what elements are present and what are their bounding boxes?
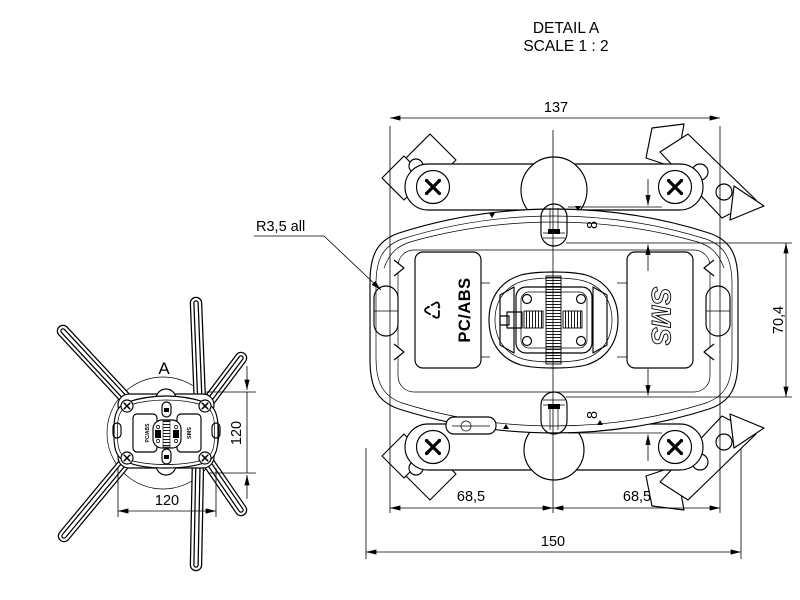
mount-arm-n <box>189 296 207 411</box>
phillips-screw-icon <box>120 451 134 465</box>
detail-title: DETAIL A <box>533 20 600 37</box>
mount-arm-s <box>189 454 205 572</box>
detail-circle-label: A <box>158 359 170 378</box>
slot-top-small-mark <box>164 408 169 412</box>
brand-marking-small: SMS <box>185 427 191 439</box>
mount-arm-nw <box>56 324 137 410</box>
slot-top <box>540 203 568 247</box>
mount-arm-sw <box>57 452 135 543</box>
dim-text: 70,4 <box>771 306 787 334</box>
dimension-70-4: 70,4 <box>566 242 792 398</box>
side-slot-left <box>373 285 399 337</box>
slot-bottom-small-mark <box>164 455 169 459</box>
phillips-screw-icon <box>414 428 452 466</box>
title-block: DETAIL A SCALE 1 : 2 <box>523 20 608 55</box>
detail-view: ♺ PC/ABS SMS 137 <box>254 100 792 559</box>
rack-gear-band <box>545 275 562 365</box>
mold-mark <box>503 424 509 429</box>
material-panel: ♺ PC/ABS <box>414 251 482 369</box>
thread-block <box>562 310 583 329</box>
dimension-137: 137 <box>389 100 721 513</box>
dimension-150: 150 <box>365 448 742 559</box>
side-slot-right <box>705 285 731 337</box>
tilt-mechanism-small <box>152 419 182 449</box>
radius-callout: R3,5 all <box>254 219 382 291</box>
thread-block <box>523 310 544 329</box>
dim-text: 150 <box>541 534 565 550</box>
side-slot-left-small <box>112 422 122 439</box>
recycling-icon: ♺ <box>420 300 446 321</box>
dim-text: 8 <box>585 411 601 419</box>
latch-detail <box>445 416 497 435</box>
phillips-screw-icon <box>414 168 452 206</box>
dimension-68-5-left: 68,5 <box>390 130 554 513</box>
dimension-8-bottom: 8 <box>568 369 662 461</box>
dim-text: 68,5 <box>457 489 485 505</box>
mount-arm-se <box>199 452 248 517</box>
phillips-screw-icon <box>656 428 694 466</box>
slot-top-small <box>161 401 172 418</box>
phillips-screw-icon <box>656 168 694 206</box>
material-marking-small: PC/ABS <box>145 423 151 443</box>
dimension-68-5-right: 68,5 <box>553 489 720 511</box>
slot-bottom-small <box>161 448 172 465</box>
phillips-screw-icon <box>120 399 134 413</box>
tilt-mechanism <box>481 271 627 369</box>
dim-text: 8 <box>585 221 601 229</box>
phillips-screw-icon <box>198 451 212 465</box>
phillips-screw-icon <box>198 399 212 413</box>
brand-marking: SMS <box>646 287 676 346</box>
detail-boundary-circle <box>106 376 220 490</box>
dim-text: 68,5 <box>623 489 651 505</box>
brand-panel: SMS <box>626 251 694 369</box>
dim-text: 120 <box>229 421 245 445</box>
side-slot-right-small <box>211 422 221 439</box>
dimension-8-top: 8 <box>568 179 662 271</box>
slot-bottom <box>540 391 568 435</box>
dimension-120-horizontal: 120 <box>117 468 217 517</box>
dim-text: 120 <box>155 493 179 509</box>
mold-mark <box>597 420 603 425</box>
detail-scale: SCALE 1 : 2 <box>523 38 608 55</box>
mold-mark <box>489 213 495 218</box>
dim-text: 137 <box>544 100 568 116</box>
radius-callout-text: R3,5 all <box>256 219 305 235</box>
overview-view: PC/ABS SMS A 120 120 <box>56 296 256 572</box>
material-marking: PC/ABS <box>456 277 474 342</box>
